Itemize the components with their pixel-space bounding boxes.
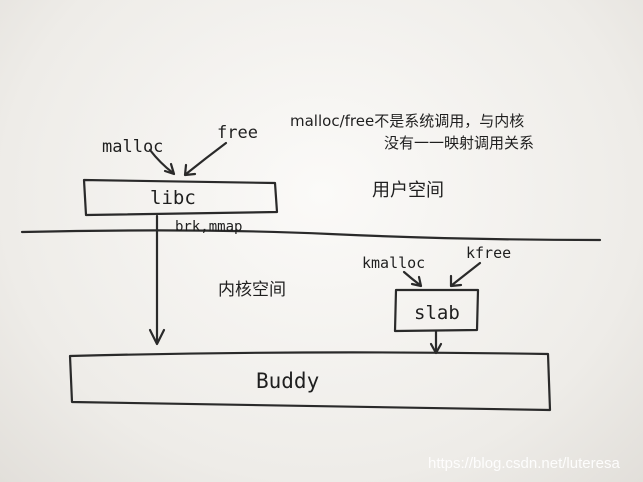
watermark-text: https://blog.csdn.net/luteresa: [428, 455, 620, 472]
free-arrow: [184, 141, 228, 176]
kmalloc-arrowhead: [410, 275, 423, 288]
kfree-arrow: [450, 261, 482, 287]
libc-to-buddy-arrowhead: [148, 328, 166, 346]
slab-label: slab: [414, 302, 460, 324]
kfree-label: kfree: [466, 244, 511, 262]
user-kernel-divider: [20, 229, 602, 242]
malloc-arrowhead: [163, 162, 176, 176]
user-space-label: 用户空间: [372, 180, 444, 201]
kernel-space-label: 内核空间: [218, 280, 286, 300]
free-arrowhead: [183, 163, 197, 177]
free-label: free: [217, 123, 258, 143]
libc-label: libc: [150, 187, 196, 209]
slab-box: [393, 288, 480, 333]
buddy-label: Buddy: [256, 369, 319, 393]
buddy-box: [68, 351, 552, 412]
kmalloc-label: kmalloc: [362, 254, 425, 272]
syscall-label: brk,mmap: [175, 219, 242, 235]
kmalloc-arrow: [402, 270, 422, 287]
malloc-arrow: [148, 148, 175, 175]
malloc-label: malloc: [102, 137, 163, 157]
libc-box: [82, 178, 279, 217]
note-line-1: malloc/free不是系统调用，与内核: [290, 112, 524, 130]
note-line-2: 没有一一映射调用关系: [384, 134, 534, 152]
kfree-arrowhead: [449, 274, 463, 288]
